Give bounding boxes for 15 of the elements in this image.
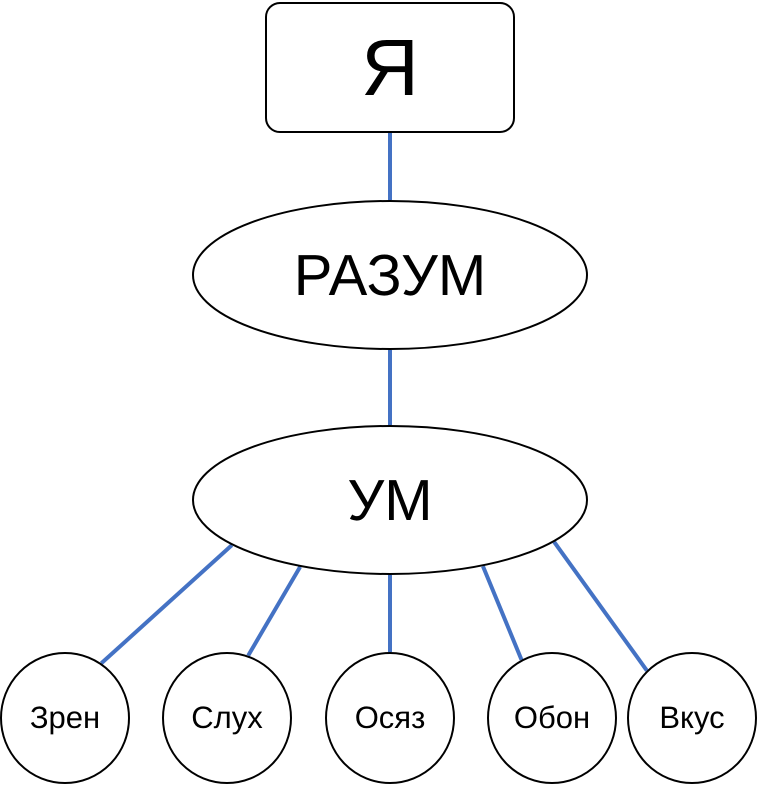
node-label: РАЗУМ xyxy=(294,242,486,308)
connector-line xyxy=(388,575,392,652)
node-label: УМ xyxy=(347,466,433,534)
connector-line xyxy=(100,544,234,665)
node-label: Обон xyxy=(514,700,590,736)
connector-line xyxy=(552,540,648,672)
node-label: Я xyxy=(361,22,419,114)
node-label: Осяз xyxy=(354,700,426,736)
node-label: Вкус xyxy=(659,700,725,736)
connector-line xyxy=(481,565,524,660)
connector-line xyxy=(388,350,392,425)
connector-line xyxy=(246,566,302,657)
connector-line xyxy=(388,133,392,200)
node-label: Зрен xyxy=(30,700,100,736)
node-label: Слух xyxy=(191,700,263,736)
